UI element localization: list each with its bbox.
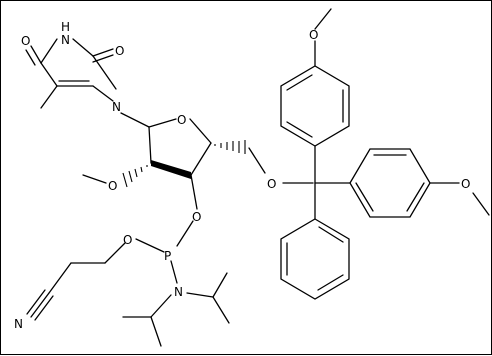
atom-label-o-ome2: O xyxy=(461,177,470,191)
p-o-bond xyxy=(135,238,165,253)
ribose-ring xyxy=(148,118,212,179)
ome-methyl-bond xyxy=(82,174,107,184)
atom-label-o-ome1: O xyxy=(309,28,318,42)
c5-o-bond xyxy=(248,147,266,174)
atom-label-o-c2: O xyxy=(115,44,124,58)
atom-labels: O N H O N O O O O P O N N O O xyxy=(14,20,470,331)
cyanoethyl-ch2-1 xyxy=(104,242,126,264)
atom-label-p: P xyxy=(164,249,171,263)
atom-label-h: H xyxy=(61,20,70,34)
atom-label-n1: N xyxy=(112,100,121,114)
atom-label-o-5p: O xyxy=(267,177,276,191)
atom-label-nh: N xyxy=(61,33,70,47)
atom-label-o-c4: O xyxy=(21,34,30,48)
cyanoethyl-c xyxy=(48,262,72,294)
atom-label-o-2p: O xyxy=(108,179,117,193)
atom-label-n-p: N xyxy=(174,285,183,299)
thymine-base xyxy=(25,38,117,109)
atom-label-n-cyano: N xyxy=(14,317,23,331)
o3-p-bond xyxy=(176,220,194,247)
c3-o3-bond xyxy=(190,174,198,210)
p-n-bond xyxy=(170,260,178,284)
nitrile-triple-bond xyxy=(26,289,54,321)
atom-label-o-p: O xyxy=(123,233,132,247)
dmt-group xyxy=(280,8,490,300)
atom-label-o-3p: O xyxy=(192,210,201,224)
atom-label-o-ring: O xyxy=(177,113,186,127)
isopropyl-groups xyxy=(122,272,230,347)
c4-c5-hashed-bond xyxy=(214,140,246,154)
glycosidic-bond xyxy=(120,112,150,128)
c2-ome-hashed-bond xyxy=(122,165,148,188)
